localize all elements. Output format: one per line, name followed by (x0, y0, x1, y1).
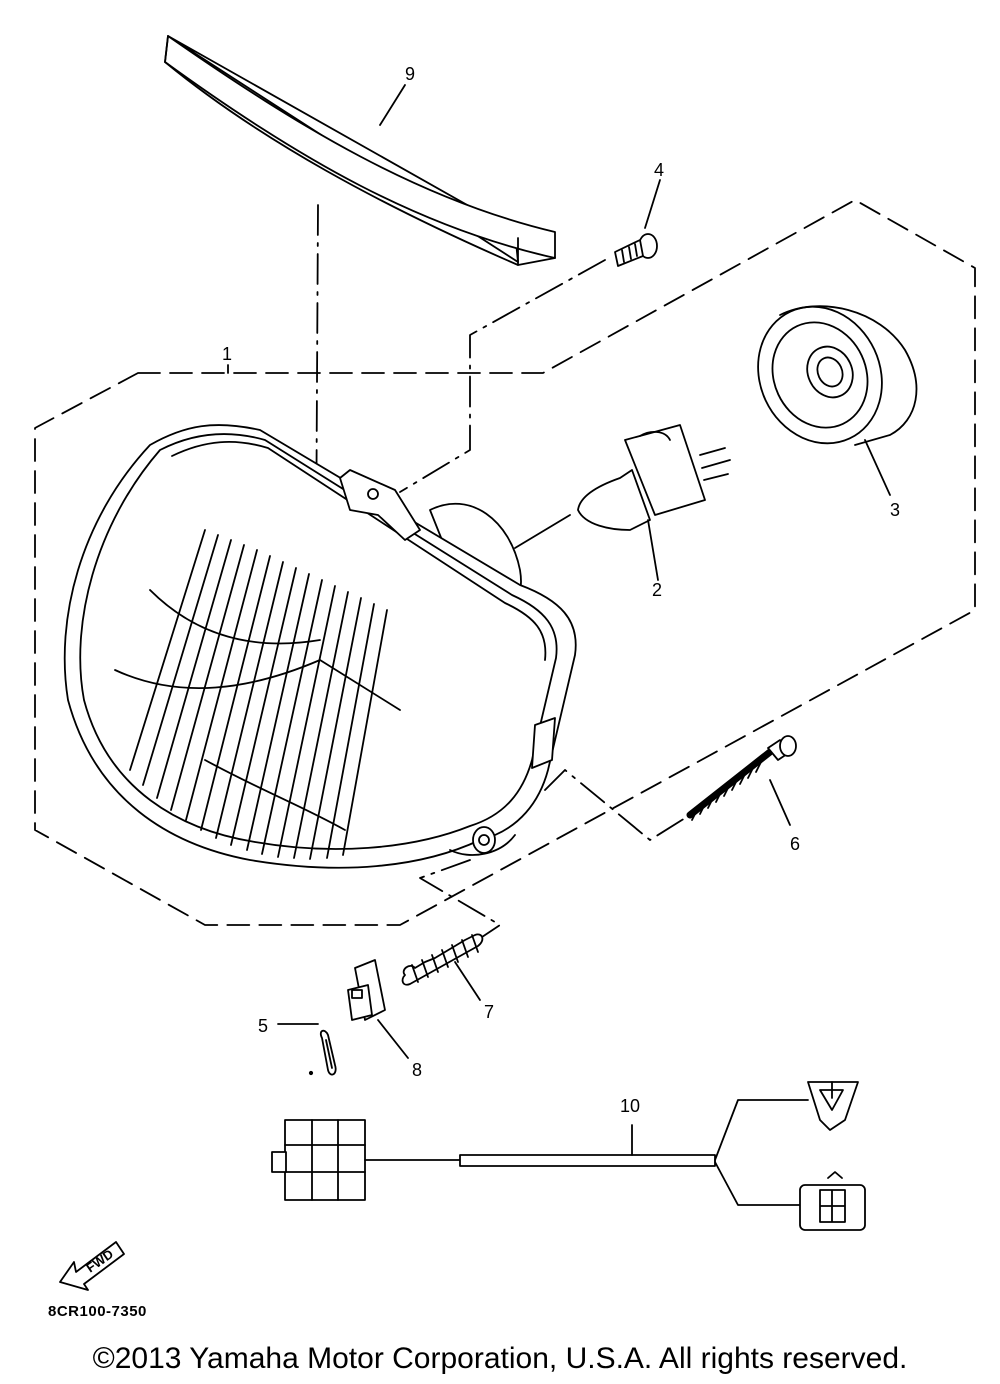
part-6-screw (686, 735, 797, 826)
assembly-boundary (34, 199, 976, 926)
callout-1: 1 (222, 344, 232, 364)
callout-6: 6 (790, 834, 800, 854)
callout-9: 9 (405, 64, 415, 84)
leader-4 (399, 259, 606, 493)
callout-4: 4 (654, 160, 664, 180)
copyright-notice: ©2013 Yamaha Motor Corporation, U.S.A. A… (92, 1342, 908, 1375)
leader-6-dash (544, 769, 691, 841)
part-2-bulb (577, 424, 731, 581)
part-10-harness (271, 1081, 866, 1231)
callout-7: 7 (484, 1002, 494, 1022)
diagram-code: 8CR100-7350 (48, 1303, 147, 1320)
callout-3: 3 (890, 500, 900, 520)
fwd-arrow-icon (59, 1241, 125, 1291)
part-7-spring (401, 933, 484, 1001)
callout-10: 10 (620, 1096, 640, 1116)
leader-2 (514, 514, 571, 549)
callout-2: 2 (652, 580, 662, 600)
leader-4-line (644, 179, 661, 229)
callout-5: 5 (258, 1016, 268, 1036)
leader-7-dash (419, 859, 501, 946)
part-1-headlight (63, 424, 577, 869)
part-5-pin (277, 1023, 337, 1076)
part-3-cap (757, 305, 918, 496)
callout-8: 8 (412, 1060, 422, 1080)
part-9-cover (164, 35, 556, 266)
leader-9-line (379, 84, 406, 126)
part-8-clip (347, 959, 409, 1059)
part-4-screw (614, 233, 658, 267)
